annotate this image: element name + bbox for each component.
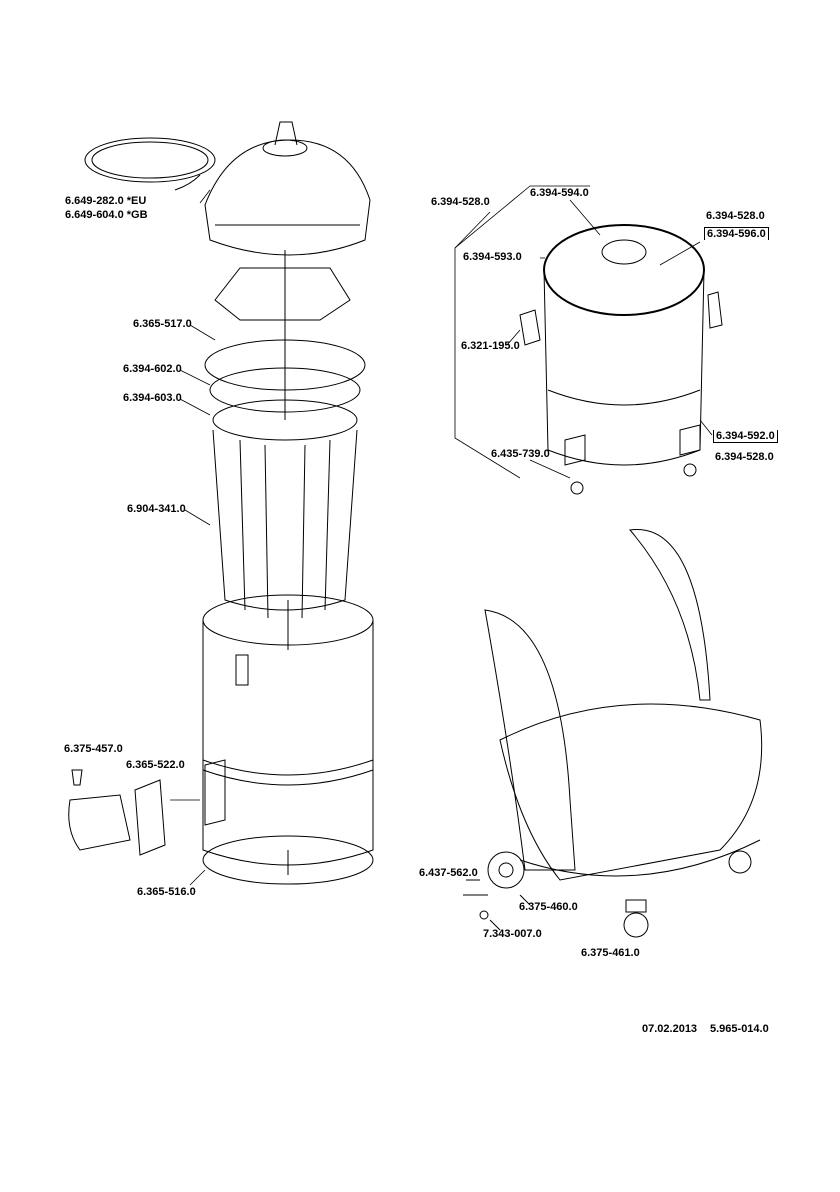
footer-doc-number: 5.965-014.0 [710, 1023, 769, 1035]
leader-lines [170, 185, 713, 886]
chassis-drawing [463, 528, 763, 938]
filter-basket-drawing [214, 250, 351, 420]
part-label-valve: 6.394-592.0 [713, 430, 778, 443]
inlet-parts-drawing [68, 759, 226, 856]
part-label-inlet-plate: 6.365-522.0 [126, 759, 185, 771]
part-label-handle: 6.321-195.0 [461, 340, 520, 352]
filter-cage-drawing [212, 429, 358, 619]
part-label-head-eu: 6.649-282.0 *EU [65, 195, 147, 207]
part-label-container: 6.394-528.0 [431, 196, 490, 208]
part-label-wheel: 6.375-460.0 [519, 901, 578, 913]
part-label-clip: 6.394-596.0 [704, 227, 769, 240]
part-label-axle: 6.437-562.0 [419, 867, 478, 879]
part-label-valve-group: 6.394-528.0 [715, 451, 774, 463]
part-label-filter-cage: 6.904-341.0 [127, 503, 186, 515]
part-label-ring-603: 6.394-603.0 [123, 392, 182, 404]
vacuum-head-drawing [84, 121, 371, 256]
part-label-caster: 6.435-739.0 [491, 448, 550, 460]
container-body-drawing [202, 594, 374, 885]
part-label-bottom-ring: 6.365-516.0 [137, 886, 196, 898]
part-label-ring-517: 6.365-517.0 [133, 318, 192, 330]
filter-rings-drawing [204, 339, 366, 441]
part-label-ring-602: 6.394-602.0 [123, 363, 182, 375]
part-label-head-gb: 6.649-604.0 *GB [65, 209, 148, 221]
part-label-clip-group: 6.394-528.0 [706, 210, 765, 222]
part-label-top-ring: 6.394-594.0 [530, 187, 589, 199]
part-label-washer: 7.343-007.0 [483, 928, 542, 940]
container-drawing [519, 224, 723, 495]
part-label-fitting: 6.375-457.0 [64, 743, 123, 755]
part-label-rim: 6.394-593.0 [463, 251, 522, 263]
footer-date: 07.02.2013 [642, 1023, 698, 1035]
part-label-swivel-caster: 6.375-461.0 [581, 947, 640, 959]
